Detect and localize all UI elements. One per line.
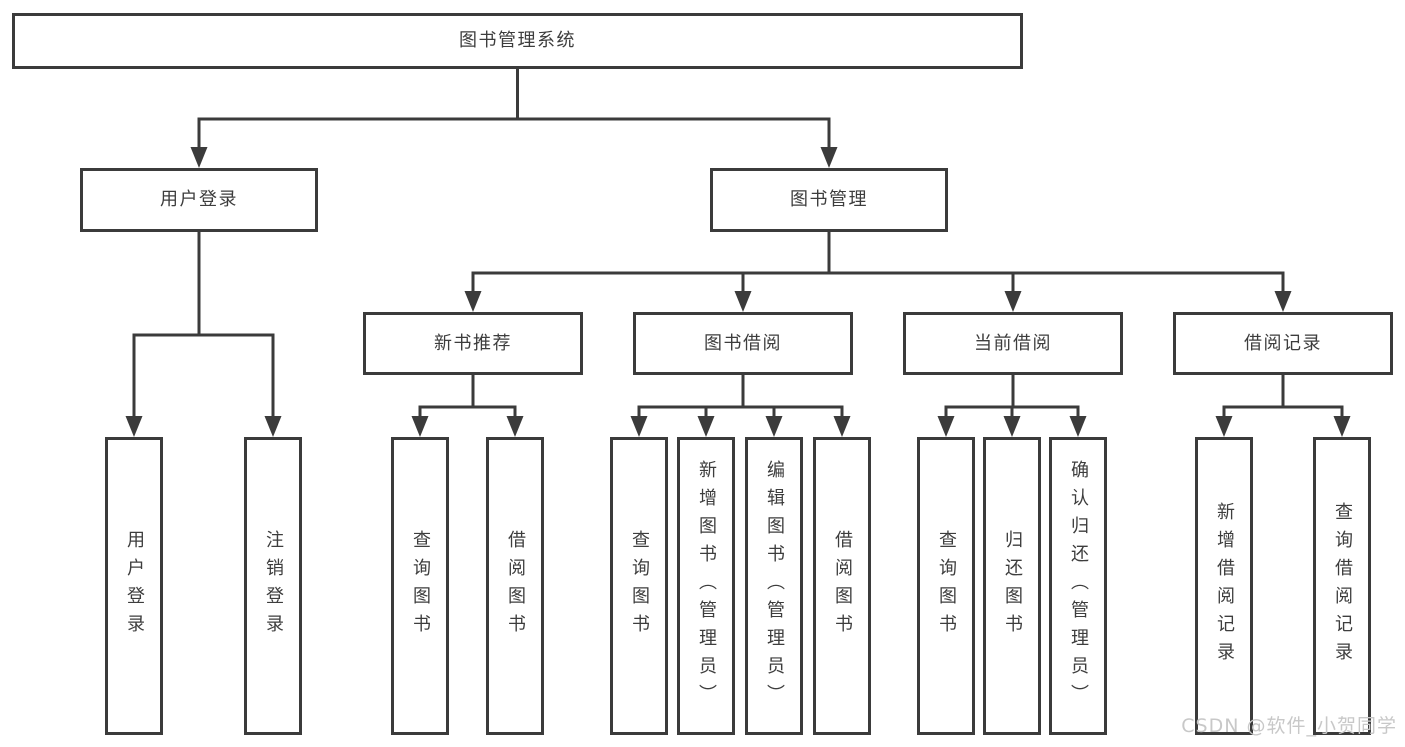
node-book-borrowing: 图书借阅	[633, 312, 853, 375]
leaf-query-books-current: 查询图书	[917, 437, 975, 735]
arrowhead-down-icon	[464, 291, 482, 312]
node-borrowing-records: 借阅记录	[1173, 312, 1393, 375]
leaf-borrow-books-borrowing: 借阅图书	[813, 437, 871, 735]
arrowhead-down-icon	[125, 416, 143, 437]
leaf-query-borrow-record: 查询借阅记录	[1313, 437, 1371, 735]
node-current-borrowing: 当前借阅	[903, 312, 1123, 375]
arrowhead-down-icon	[1069, 416, 1087, 437]
leaf-user-login: 用户登录	[105, 437, 163, 735]
leaf-borrow-books-recommend: 借阅图书	[486, 437, 544, 735]
arrowhead-down-icon	[765, 416, 783, 437]
arrowhead-down-icon	[630, 416, 648, 437]
arrowhead-down-icon	[264, 416, 282, 437]
arrowhead-down-icon	[1333, 416, 1351, 437]
arrowhead-down-icon	[937, 416, 955, 437]
arrowhead-down-icon	[1003, 416, 1021, 437]
arrowhead-down-icon	[1215, 416, 1233, 437]
leaf-add-borrow-record: 新增借阅记录	[1195, 437, 1253, 735]
node-book-management: 图书管理	[710, 168, 948, 232]
leaf-edit-book-admin: 编辑图书（管理员）	[745, 437, 803, 735]
csdn-watermark: CSDN @软件_小贺同学	[1181, 715, 1397, 737]
arrowhead-down-icon	[411, 416, 429, 437]
leaf-return-book: 归还图书	[983, 437, 1041, 735]
leaf-query-books-borrowing: 查询图书	[610, 437, 668, 735]
arrowhead-down-icon	[820, 147, 838, 168]
node-new-book-recommendation: 新书推荐	[363, 312, 583, 375]
arrowhead-down-icon	[697, 416, 715, 437]
node-library-management-system: 图书管理系统	[12, 13, 1023, 69]
arrowhead-down-icon	[833, 416, 851, 437]
node-user-login: 用户登录	[80, 168, 318, 232]
leaf-confirm-return-admin: 确认归还（管理员）	[1049, 437, 1107, 735]
arrowhead-down-icon	[190, 147, 208, 168]
arrowhead-down-icon	[734, 291, 752, 312]
leaf-logout: 注销登录	[244, 437, 302, 735]
arrowhead-down-icon	[1274, 291, 1292, 312]
arrowhead-down-icon	[1004, 291, 1022, 312]
leaf-query-books-recommend: 查询图书	[391, 437, 449, 735]
arrowhead-down-icon	[506, 416, 524, 437]
leaf-add-book-admin: 新增图书（管理员）	[677, 437, 735, 735]
